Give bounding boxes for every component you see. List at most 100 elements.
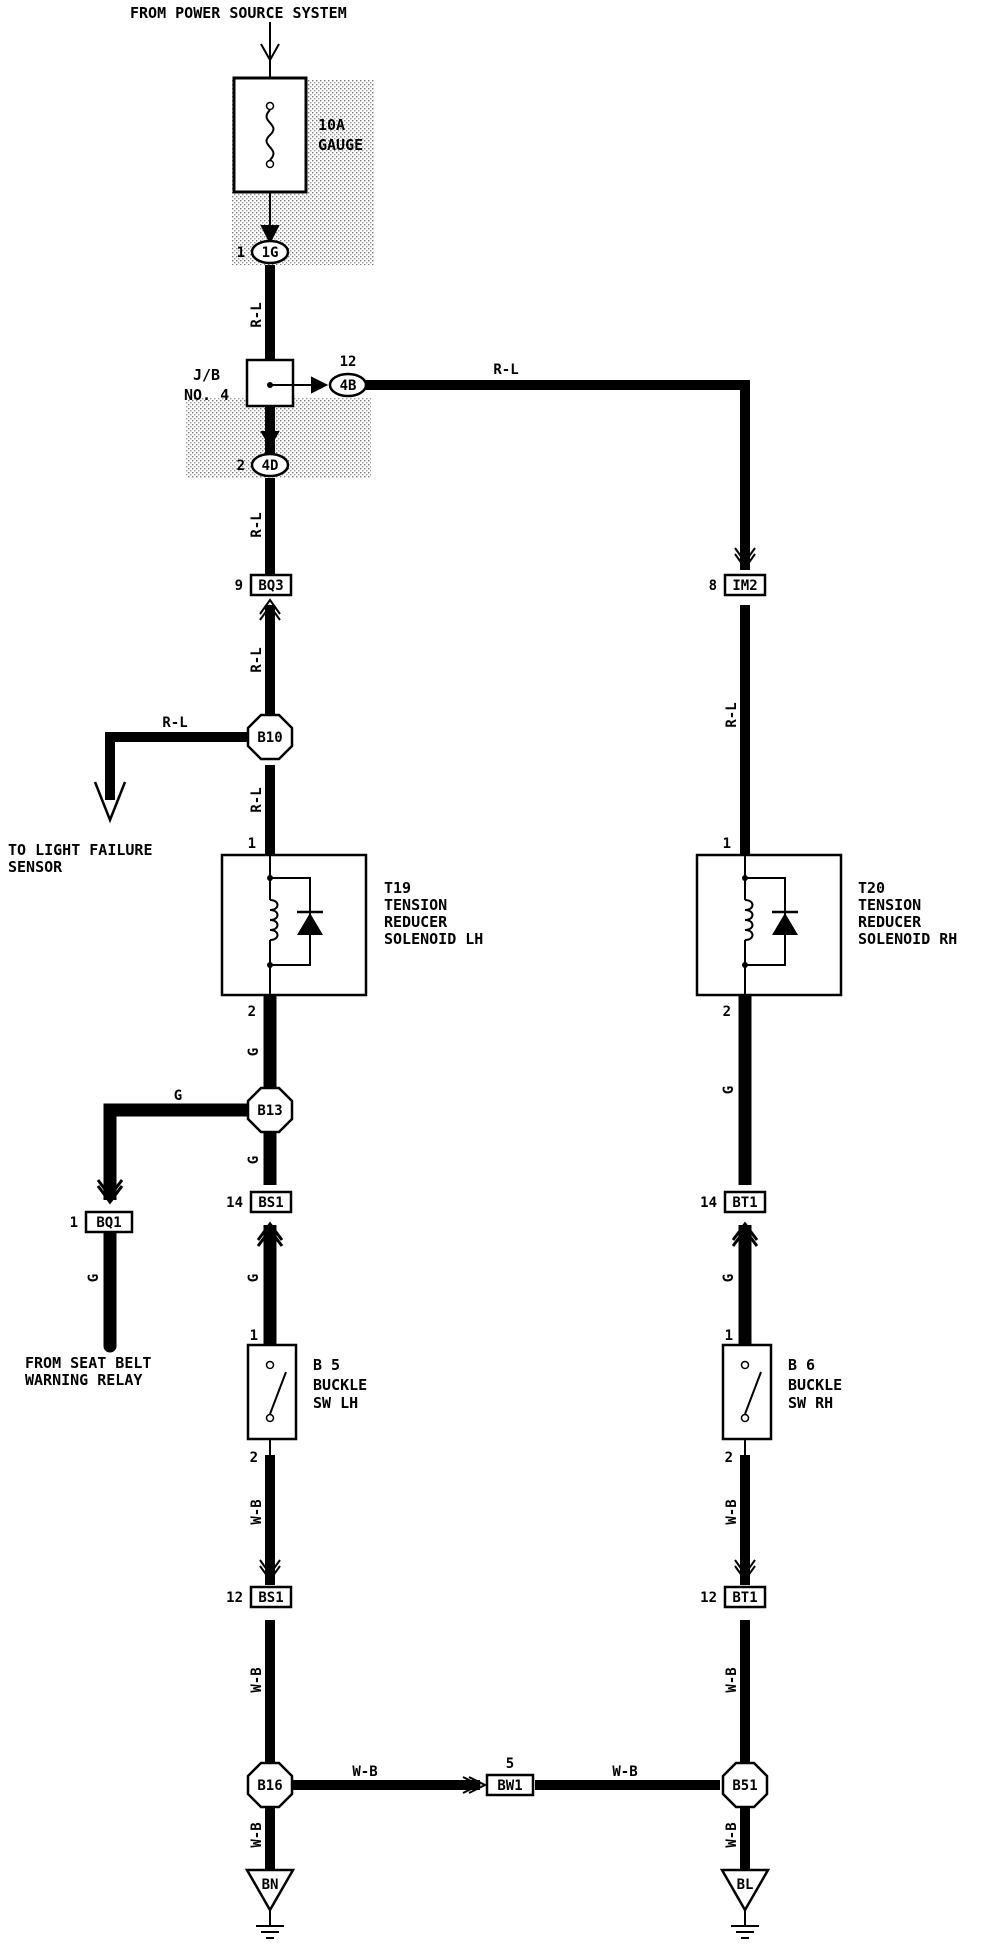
wire-color-g-v2: G — [246, 1156, 262, 1164]
wire-color-g-branch: G — [174, 1088, 182, 1104]
connector-bq3-id: BQ3 — [258, 578, 283, 594]
wire-color-wb-right: W-B — [612, 1764, 637, 1780]
jb-label-1: J/B — [193, 366, 220, 384]
wire-color-wb-v2: W-B — [249, 1667, 265, 1692]
wire-color-wb-v6: W-B — [724, 1822, 740, 1847]
solenoid-t19 — [220, 853, 368, 997]
wire-color-rl-v3: R-L — [249, 647, 265, 672]
buckle-switch-b6 — [721, 1343, 773, 1455]
connector-4b: 4B 12 — [328, 354, 368, 398]
input-arrow — [260, 22, 280, 80]
connector-4b-id: 4B — [340, 378, 357, 394]
fuse-name: GAUGE — [318, 136, 363, 154]
thick-wires — [103, 995, 752, 1353]
wire-color-rl-v5: R-L — [724, 702, 740, 727]
splice-b51: B51 — [721, 1761, 769, 1809]
t20-pin-2: 2 — [723, 1004, 731, 1020]
wire-color-rl-top: R-L — [493, 362, 518, 378]
connector-bt1-top: BT1 14 — [700, 1190, 767, 1214]
t20-line2: REDUCER — [858, 913, 922, 931]
connector-4b-pin: 12 — [340, 354, 357, 370]
power-source-label: FROM POWER SOURCE SYSTEM — [130, 4, 347, 22]
connector-bs1-top-pin: 14 — [226, 1195, 243, 1211]
t20-pin-1: 1 — [723, 836, 731, 852]
wire-color-g-v6: G — [86, 1274, 102, 1282]
splice-b10-label: B10 — [257, 730, 282, 746]
connector-bs1-top: BS1 14 — [226, 1190, 293, 1214]
b6-line1: BUCKLE — [788, 1376, 842, 1394]
splice-b13-label: B13 — [257, 1103, 282, 1119]
connector-bt1-top-id: BT1 — [732, 1195, 757, 1211]
thin-wires — [105, 265, 750, 1870]
wire-color-wb-v1: W-B — [249, 1499, 265, 1524]
t20-line3: SOLENOID RH — [858, 930, 957, 948]
wire-color-wb-left: W-B — [352, 1764, 377, 1780]
t19-pin-2: 2 — [248, 1004, 256, 1020]
ground-bn: BN — [244, 1868, 296, 1939]
splice-b10: B10 — [246, 713, 294, 761]
b6-pin-2: 2 — [725, 1450, 733, 1466]
connector-bw1-id: BW1 — [497, 1778, 522, 1794]
b5-line2: SW LH — [313, 1394, 358, 1412]
connector-bt1-bottom: BT1 12 — [700, 1585, 767, 1609]
wire-color-wb-v4: W-B — [724, 1499, 740, 1524]
connector-bq1: BQ1 1 — [70, 1210, 134, 1234]
wire-color-wb-v3: W-B — [249, 1822, 265, 1847]
connector-im2-id: IM2 — [732, 578, 757, 594]
ground-bl: BL — [719, 1868, 771, 1939]
t19-code: T19 — [384, 879, 411, 897]
wire-color-g-v4: G — [721, 1086, 737, 1094]
seatbelt-relay-label-1: FROM SEAT BELT — [25, 1354, 151, 1372]
b6-line2: SW RH — [788, 1394, 833, 1412]
connector-bt1-top-pin: 14 — [700, 1195, 717, 1211]
wire-arrows — [93, 225, 759, 1794]
connector-bs1-bottom-pin: 12 — [226, 1590, 243, 1606]
splice-b13: B13 — [246, 1086, 294, 1134]
fuse-10a-gauge — [232, 76, 308, 240]
connector-bq1-pin: 1 — [70, 1215, 78, 1231]
connector-bt1-bottom-pin: 12 — [700, 1590, 717, 1606]
t19-line3: SOLENOID LH — [384, 930, 483, 948]
connector-4d-id: 4D — [262, 458, 279, 474]
b5-pin-2: 2 — [250, 1450, 258, 1466]
fuse-rating: 10A — [318, 116, 345, 134]
b5-code: B 5 — [313, 1356, 340, 1374]
connector-bq3-pin: 9 — [235, 578, 243, 594]
wire-color-g-v1: G — [246, 1048, 262, 1056]
connector-1g-pin: 1 — [237, 245, 245, 261]
connector-bq3: BQ3 9 — [235, 573, 293, 597]
connector-bq1-id: BQ1 — [96, 1215, 121, 1231]
t20-code: T20 — [858, 879, 885, 897]
wire-color-rl-v1: R-L — [249, 302, 265, 327]
t20-line1: TENSION — [858, 896, 921, 914]
ground-bl-label: BL — [737, 1877, 754, 1893]
splice-b16: B16 — [246, 1761, 294, 1809]
light-failure-label-1: TO LIGHT FAILURE — [8, 841, 153, 859]
splice-b51-label: B51 — [732, 1778, 757, 1794]
seatbelt-relay-label-2: WARNING RELAY — [25, 1371, 142, 1389]
buckle-switch-b5 — [246, 1343, 298, 1455]
connector-4d-pin: 2 — [237, 458, 245, 474]
connector-bt1-bottom-id: BT1 — [732, 1590, 757, 1606]
splice-b16-label: B16 — [257, 1778, 282, 1794]
connector-bs1-bottom: BS1 12 — [226, 1585, 293, 1609]
ground-bn-label: BN — [262, 1877, 279, 1893]
b6-pin-1: 1 — [725, 1328, 733, 1344]
connector-bs1-bottom-id: BS1 — [258, 1590, 283, 1606]
t19-line2: REDUCER — [384, 913, 448, 931]
t19-pin-1: 1 — [248, 836, 256, 852]
connector-bw1-pin: 5 — [506, 1756, 514, 1772]
jb-label-2: NO. 4 — [184, 386, 229, 404]
wire-color-rl-branch: R-L — [162, 715, 187, 731]
connector-1g-id: 1G — [262, 245, 279, 261]
connector-4d: 4D 2 — [237, 452, 290, 478]
wire-color-rl-v2: R-L — [249, 512, 265, 537]
connector-bw1: BW1 5 — [485, 1756, 535, 1797]
connector-im2: IM2 8 — [709, 573, 767, 597]
b6-code: B 6 — [788, 1356, 815, 1374]
t19-line1: TENSION — [384, 896, 447, 914]
wire-color-wb-v5: W-B — [724, 1667, 740, 1692]
wire-color-g-v3: G — [246, 1274, 262, 1282]
connector-1g: 1G 1 — [237, 239, 290, 265]
